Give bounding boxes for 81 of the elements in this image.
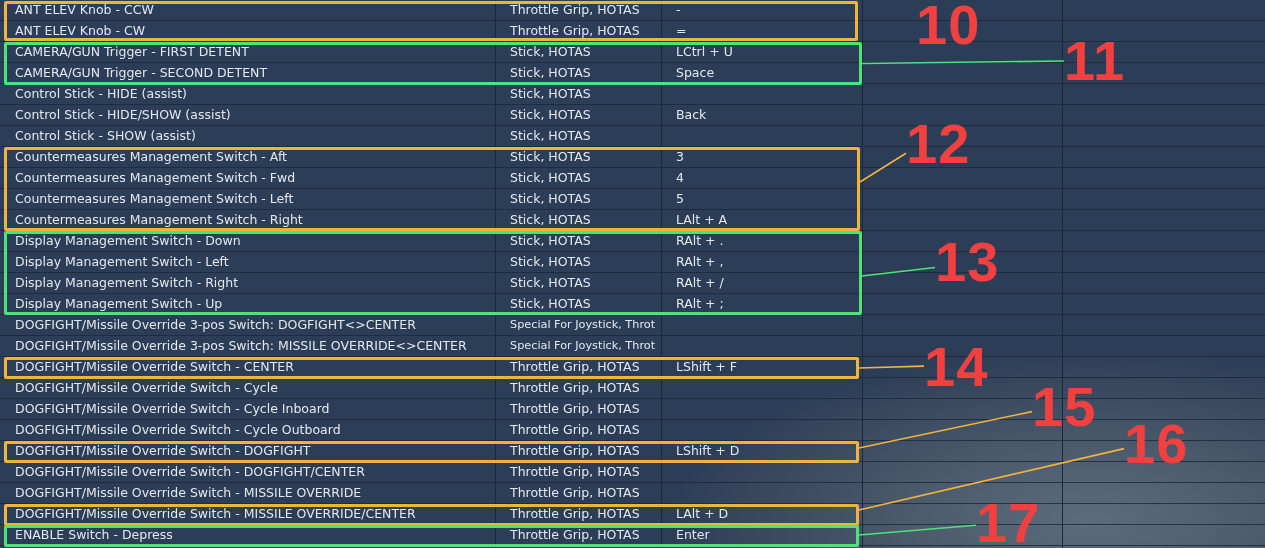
highlight-box (4, 525, 859, 547)
device-name: Stick, HOTAS (510, 171, 591, 185)
highlight-box (4, 504, 859, 526)
highlight-box (4, 231, 862, 315)
command-name: Control Stick - HIDE/SHOW (assist) (15, 108, 231, 122)
device-name: Stick, HOTAS (510, 150, 591, 164)
leader-line (858, 447, 1125, 511)
command-name: DOGFIGHT/Missile Override Switch - DOGFIGHT (15, 444, 311, 458)
highlight-box (4, 357, 859, 379)
device-name: Stick, HOTAS (510, 66, 591, 80)
device-name: Throttle Grip, HOTAS (510, 444, 640, 458)
key-binding: LCtrl + U (676, 45, 733, 59)
device-name: Throttle Grip, HOTAS (510, 402, 640, 416)
key-binding: 5 (676, 192, 684, 206)
device-name: Stick, HOTAS (510, 45, 591, 59)
device-name: Throttle Grip, HOTAS (510, 360, 640, 374)
callout-number: 10 (916, 2, 981, 48)
device-name: Stick, HOTAS (510, 108, 591, 122)
highlight-box (4, 1, 858, 41)
key-binding: LAlt + A (676, 213, 728, 227)
leader-line (858, 410, 1033, 449)
command-name: Display Management Switch - Up (15, 297, 223, 311)
key-binding: LShift + D (676, 444, 740, 458)
command-name: Display Management Switch - Left (15, 255, 229, 269)
device-name: Stick, HOTAS (510, 255, 591, 269)
key-binding: RAlt + , (676, 255, 724, 269)
command-name: Countermeasures Management Switch - Fwd (15, 171, 296, 185)
device-name: Throttle Grip, HOTAS (510, 528, 640, 542)
device-name: Throttle Grip, HOTAS (510, 3, 640, 17)
key-binding: 4 (676, 171, 684, 185)
callout-number: 12 (906, 121, 971, 167)
highlight-box (4, 147, 860, 231)
key-binding: Enter (676, 528, 710, 542)
highlight-box (4, 441, 859, 463)
command-name: Countermeasures Management Switch - Left (15, 192, 294, 206)
command-name: ANT ELEV Knob - CCW (15, 3, 154, 17)
device-name: Throttle Grip, HOTAS (510, 465, 640, 479)
device-name: Stick, HOTAS (510, 297, 591, 311)
command-name: Display Management Switch - Right (15, 276, 239, 290)
command-name: DOGFIGHT/Missile Override Switch - CENTER (15, 360, 294, 374)
command-name: Display Management Switch - Down (15, 234, 241, 248)
key-binding: Back (676, 108, 707, 122)
key-binding: RAlt + . (676, 234, 724, 248)
device-name: Throttle Grip, HOTAS (510, 486, 640, 500)
callout-number: 15 (1032, 384, 1097, 430)
command-name: DOGFIGHT/Missile Override Switch - MISSILE OVERRIDE/CENTER (15, 507, 416, 521)
key-binding: LAlt + D (676, 507, 729, 521)
callout-number: 17 (976, 500, 1041, 546)
leader-line (861, 60, 1065, 65)
callout-number: 11 (1064, 38, 1126, 84)
leader-line (858, 524, 977, 536)
command-name: DOGFIGHT/Missile Override Switch - DOGFIGHT/CENTER (15, 465, 365, 479)
command-name: Countermeasures Management Switch - Aft (15, 150, 288, 164)
device-name: Special For Joystick, Throt (510, 318, 656, 332)
key-binding: = (676, 24, 687, 38)
key-binding: Space (676, 66, 715, 80)
command-name: ANT ELEV Knob - CW (15, 24, 146, 38)
key-binding: RAlt + / (676, 276, 724, 290)
command-name: CAMERA/GUN Trigger - FIRST DETENT (15, 45, 249, 59)
device-name: Special For Joystick, Throt (510, 339, 656, 353)
leader-line (859, 152, 907, 183)
callout-number: 13 (935, 239, 1000, 285)
key-binding: RAlt + ; (676, 297, 724, 311)
key-binding: 3 (676, 150, 684, 164)
leader-line (858, 365, 925, 369)
device-name: Stick, HOTAS (510, 276, 591, 290)
key-binding: LShift + F (676, 360, 737, 374)
device-name: Stick, HOTAS (510, 192, 591, 206)
callout-number: 16 (1124, 421, 1189, 467)
command-name: Countermeasures Management Switch - Right (15, 213, 303, 227)
leader-line (861, 266, 936, 277)
command-name: DOGFIGHT/Missile Override Switch - Cycle Inboard (15, 402, 330, 416)
device-name: Throttle Grip, HOTAS (510, 507, 640, 521)
highlight-box (4, 42, 862, 85)
command-name: CAMERA/GUN Trigger - SECOND DETENT (15, 66, 268, 80)
key-binding: - (676, 3, 681, 17)
command-name: ENABLE Switch - Depress (15, 528, 173, 542)
device-name: Stick, HOTAS (510, 213, 591, 227)
device-name: Stick, HOTAS (510, 234, 591, 248)
callout-number: 14 (924, 344, 989, 390)
device-name: Throttle Grip, HOTAS (510, 24, 640, 38)
